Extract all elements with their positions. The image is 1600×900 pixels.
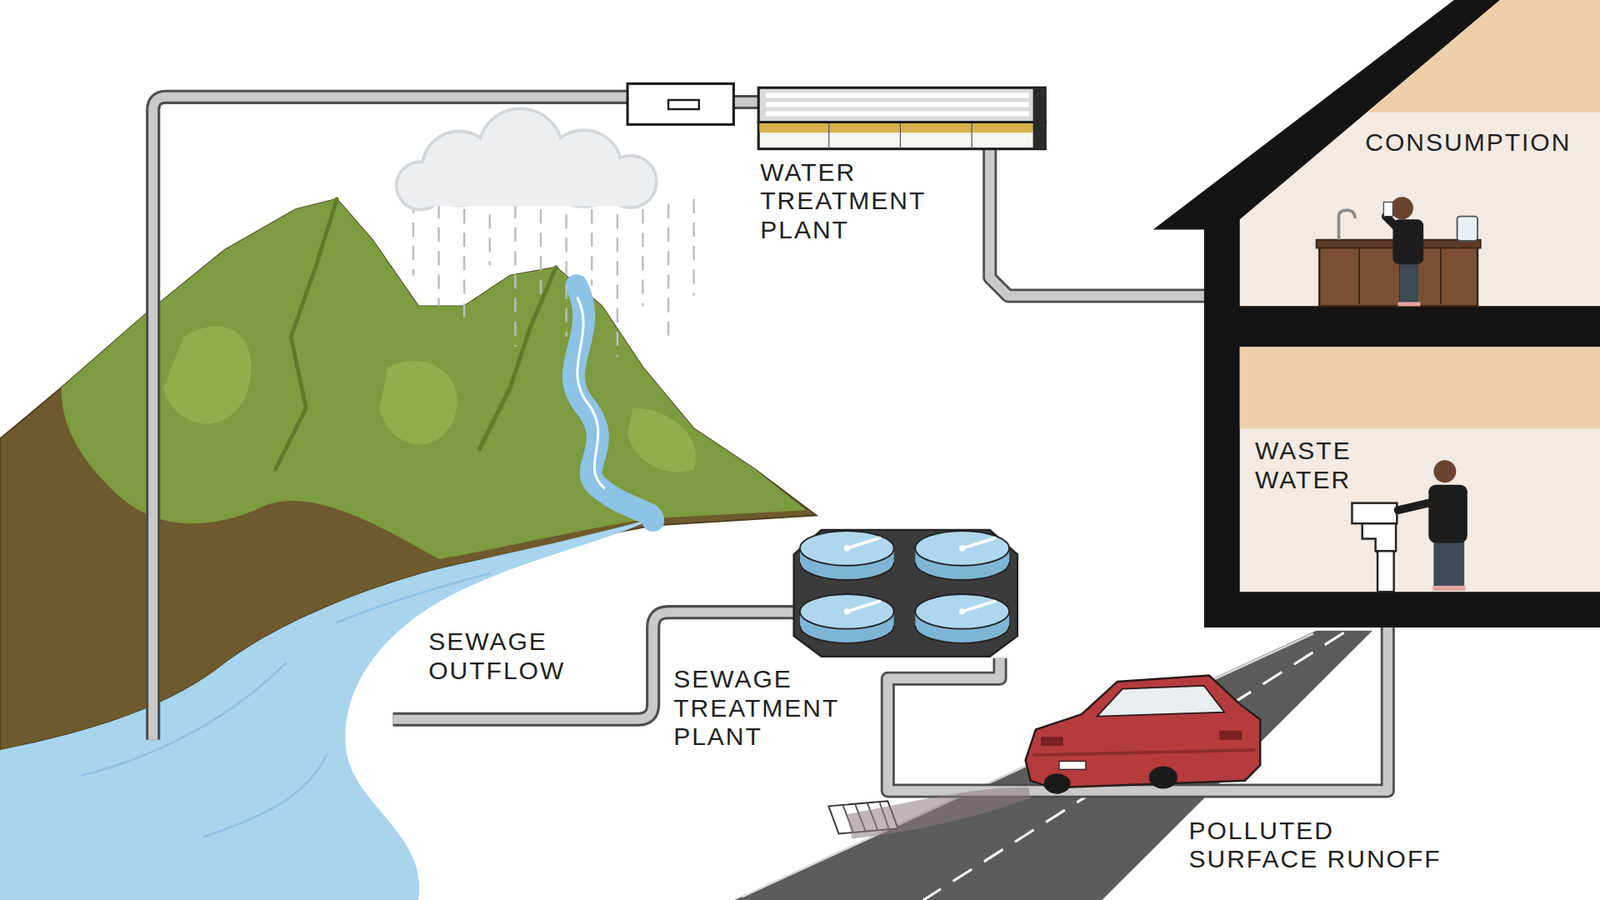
river [0, 518, 654, 900]
car [1044, 773, 1071, 794]
mountain [380, 360, 458, 445]
person-drinking [1400, 260, 1419, 305]
mountain [275, 199, 337, 470]
tank-plant-shape [959, 608, 965, 615]
exhaust-smoke [846, 787, 1030, 839]
pipe-label: POLLUTED SURFACE RUNOFF [1189, 816, 1456, 875]
toilet [1377, 550, 1395, 592]
person-flushing [1428, 485, 1468, 544]
tank-plant-shape [962, 537, 995, 548]
car [1219, 730, 1242, 740]
tray-plant-shape [758, 122, 1045, 150]
car [1025, 675, 1261, 789]
upper-room: CONSUMPTION [1240, 122, 1600, 306]
kitchen-counter [1457, 216, 1478, 241]
tank-plant-shape [915, 594, 1010, 630]
house [1240, 346, 1600, 592]
car [1149, 766, 1178, 790]
car [1040, 736, 1064, 746]
filter-box [627, 83, 734, 125]
house [1240, 346, 1600, 429]
tray-plant-shape [757, 86, 1047, 150]
toilet [1351, 503, 1397, 593]
mountain [163, 325, 252, 424]
cloud [395, 107, 659, 212]
car [1025, 675, 1261, 795]
river [0, 518, 654, 900]
tank-plant-shape [962, 600, 995, 611]
node-label: SEWAGE TREATMENT PLANT [673, 665, 874, 752]
tray-plant-shape [765, 110, 1029, 116]
person-drinking [1385, 216, 1396, 227]
rain [413, 199, 695, 358]
sewage-treatment-plant: SEWAGE TREATMENT PLANT [790, 525, 1021, 659]
tray-plant-shape [970, 123, 972, 150]
tank-plant-shape [846, 600, 880, 611]
tank-plant-shape [794, 530, 1018, 657]
person-drinking [1383, 201, 1393, 216]
house [1240, 0, 1600, 306]
kitchen-counter [1339, 210, 1356, 240]
water-treatment-plant: WATER TREATMENT PLANT [757, 86, 1047, 150]
person-flushing [1433, 460, 1456, 483]
intake-pipe [153, 96, 628, 740]
person-flushing [1433, 539, 1465, 589]
tank-plant-shape [844, 608, 850, 615]
person-drinking [1383, 196, 1424, 306]
tank-plant-shape [790, 525, 1021, 659]
person-flushing [1432, 585, 1465, 591]
car [1059, 760, 1086, 770]
intake-pipe [153, 96, 766, 740]
house [1153, 0, 1600, 628]
pipe-label: SEWAGE OUTFLOW [428, 627, 604, 685]
filter-box [668, 100, 700, 110]
waterfall [573, 285, 653, 521]
house [1367, 0, 1600, 113]
node-label: WATER TREATMENT PLANT [760, 158, 960, 245]
waterfall [573, 285, 653, 521]
car [1032, 750, 1255, 755]
tray-plant-shape [899, 123, 900, 150]
node-label: WASTE WATER [1255, 436, 1397, 495]
kitchen-counter [1316, 210, 1481, 306]
toilet [1351, 503, 1397, 524]
tank-plant-shape [800, 594, 895, 630]
tray-plant-shape [758, 87, 1045, 123]
cloud [420, 173, 630, 206]
person-flushing [1398, 460, 1468, 591]
filter-box [627, 83, 734, 125]
lower-room: WASTE WATER [1240, 346, 1600, 592]
person-drinking [1398, 301, 1421, 306]
waterfall [577, 298, 605, 489]
tray-plant-shape [759, 123, 1033, 133]
tank-plant-shape [846, 537, 880, 548]
tank-plant-shape [959, 545, 965, 551]
mountain [60, 199, 806, 560]
rain [413, 199, 695, 358]
house [1153, 0, 1600, 628]
mountain [480, 267, 557, 450]
tray-plant-shape [765, 101, 1029, 107]
person-drinking [1390, 196, 1414, 220]
node-label: CONSUMPTION [1365, 128, 1571, 158]
tray-plant-shape [765, 92, 1029, 98]
exhaust-smoke [846, 787, 1030, 839]
person-flushing [1398, 501, 1434, 510]
mountain [627, 408, 696, 473]
intake-pipe [153, 96, 628, 740]
tray-plant-shape [1032, 87, 1045, 149]
tray-plant-shape [828, 123, 830, 150]
tank-plant-shape [800, 530, 895, 566]
tank-plant-shape [915, 530, 1010, 566]
car [1096, 685, 1225, 717]
tank-plant-shape [844, 545, 850, 551]
river [81, 573, 490, 837]
